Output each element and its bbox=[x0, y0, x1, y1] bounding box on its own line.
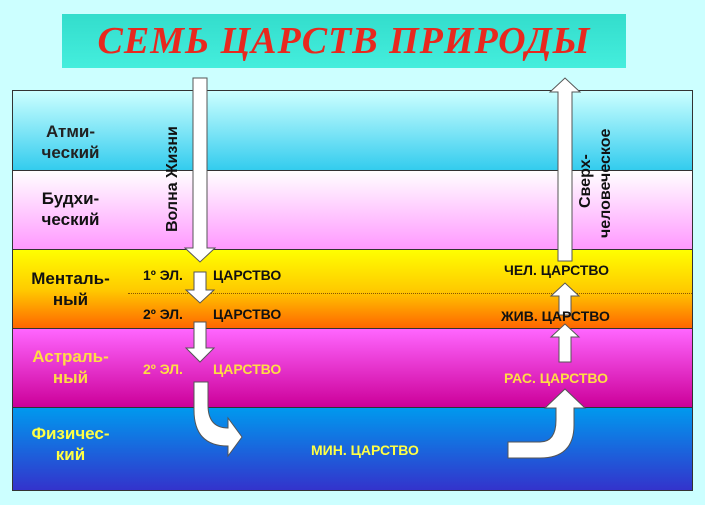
arrow-up-2 bbox=[549, 282, 581, 316]
label-mental: Менталь-ный bbox=[31, 269, 110, 309]
band-physical: Физичес-кий bbox=[13, 408, 692, 490]
label-astral: Астраль-ный bbox=[32, 347, 109, 387]
curved-arrow-down bbox=[193, 381, 243, 458]
animal-kingdom: ЖИВ. ЦАРСТВО bbox=[501, 308, 610, 324]
arrow-down-1 bbox=[184, 271, 216, 304]
super-human-arrow bbox=[548, 77, 582, 262]
mineral-kingdom: МИН. ЦАРСТВО bbox=[311, 442, 419, 458]
band-atmic: Атми-ческий bbox=[13, 91, 692, 171]
life-wave-label: Волна Жизни bbox=[164, 126, 181, 232]
label-atmic: Атми-ческий bbox=[41, 122, 100, 162]
human-kingdom: ЧЕЛ. ЦАРСТВО bbox=[504, 262, 610, 278]
first-elemental-label: 1º ЭЛ. bbox=[143, 267, 183, 283]
band-astral: Астраль-ный bbox=[13, 329, 692, 408]
first-elemental-kingdom: ЦАРСТВО bbox=[213, 267, 282, 283]
astral-elemental-kingdom: ЦАРСТВО bbox=[213, 361, 282, 377]
arrow-down-2 bbox=[184, 321, 216, 363]
mental-divider bbox=[128, 293, 692, 294]
second-elemental-label: 2º ЭЛ. bbox=[143, 306, 183, 322]
plant-kingdom: РАС. ЦАРСТВО bbox=[504, 370, 609, 386]
page-title: СЕМЬ ЦАРСТВ ПРИРОДЫ bbox=[62, 14, 626, 68]
life-wave-arrow bbox=[183, 77, 217, 263]
label-buddhic: Будхи-ческий bbox=[41, 189, 100, 229]
curved-arrow-up bbox=[507, 388, 587, 459]
super-human-label-2: человеческое bbox=[597, 128, 614, 238]
label-physical: Физичес-кий bbox=[31, 424, 110, 464]
second-elemental-kingdom: ЦАРСТВО bbox=[213, 306, 282, 322]
band-mental: Менталь-ный bbox=[13, 250, 692, 329]
arrow-up-1 bbox=[549, 323, 581, 363]
planes-diagram: Атми-ческий Будхи-ческий Менталь-ный Аст… bbox=[12, 90, 693, 491]
band-buddhic: Будхи-ческий bbox=[13, 171, 692, 250]
super-human-label-1: Сверх- bbox=[577, 154, 594, 208]
astral-elemental-label: 2º ЭЛ. bbox=[143, 361, 183, 377]
